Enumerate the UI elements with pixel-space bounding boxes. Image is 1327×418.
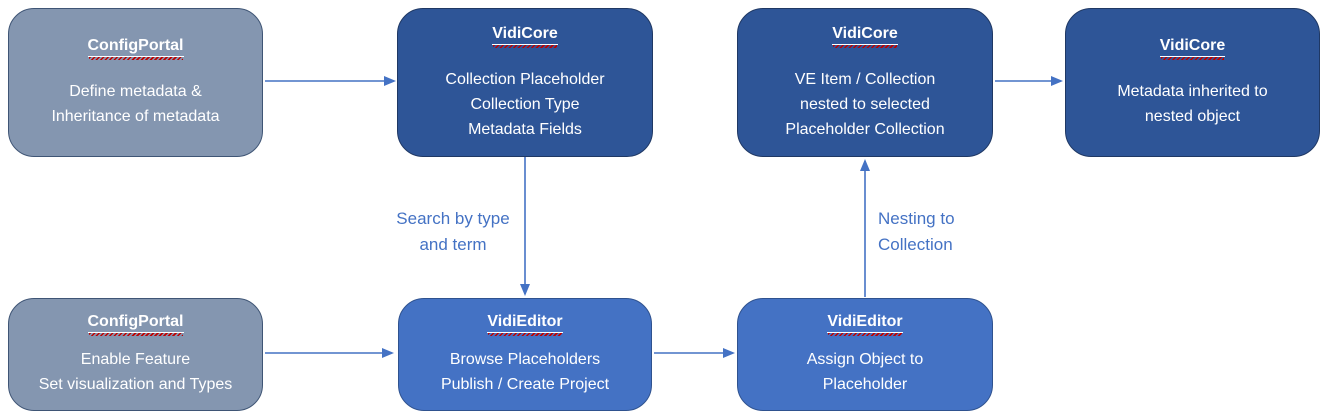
nesting-to-collection-label: Nesting to Collection <box>878 209 955 254</box>
box-vidicore-collection-placeholder: VidiCore Collection Placeholder Collecti… <box>397 8 653 157</box>
box-body: Metadata inherited to nested object <box>1117 83 1268 125</box>
search-by-type-label: Search by type and term <box>396 209 510 254</box>
box-title: ConfigPortal <box>87 312 184 336</box>
box-vidieditor-assign-object: VidiEditor Assign Object to Placeholder <box>737 298 993 411</box>
box-vidieditor-browse-placeholders: VidiEditor Browse Placeholders Publish /… <box>398 298 652 411</box>
box-title: VidiCore <box>832 24 898 48</box>
box-body: Collection Placeholder Collection Type M… <box>445 70 605 138</box>
box-title: ConfigPortal <box>87 36 184 60</box>
box-title: VidiEditor <box>487 312 563 336</box>
box-vidicore-nested-to-selected: VidiCore VE Item / Collection nested to … <box>737 8 993 157</box>
box-body: VE Item / Collection nested to selected … <box>785 70 945 138</box>
box-body: Assign Object to Placeholder <box>806 351 924 393</box>
box-configportal-enable-feature: ConfigPortal Enable Feature Set visualiz… <box>8 298 263 411</box>
box-title: VidiCore <box>492 24 558 48</box>
box-body: Define metadata & Inheritance of metadat… <box>51 83 220 125</box>
box-body: Enable Feature Set visualization and Typ… <box>38 351 233 393</box>
box-configportal-define-metadata: ConfigPortal Define metadata & Inheritan… <box>8 8 263 157</box>
box-title: VidiCore <box>1159 36 1226 60</box>
box-body: Browse Placeholders Publish / Create Pro… <box>440 351 610 393</box>
box-title: VidiEditor <box>827 312 903 336</box>
box-vidicore-metadata-inherited: VidiCore Metadata inherited to nested ob… <box>1065 8 1320 157</box>
